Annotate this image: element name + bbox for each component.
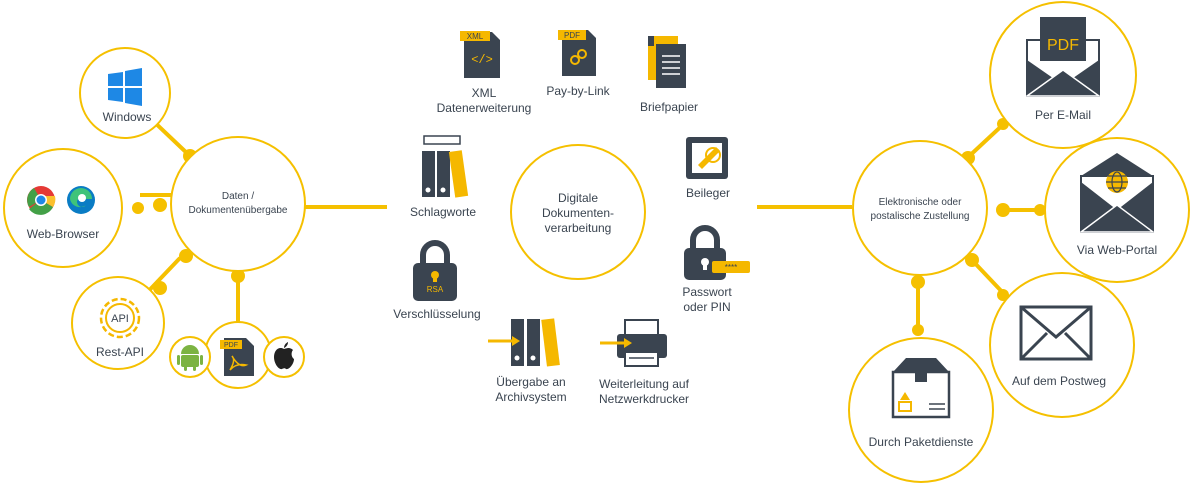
pdf-tag-left: PDF bbox=[224, 342, 238, 349]
verschluesselung-label: Verschlüsselung bbox=[393, 307, 481, 321]
archiv-label: Übergabe an Archivsystem bbox=[495, 375, 567, 404]
email-pdf-tag: PDF bbox=[1047, 37, 1079, 54]
pin-stars: **** bbox=[725, 263, 737, 272]
pay-pdf-tag: PDF bbox=[564, 31, 580, 40]
schlagworte-label: Schlagworte bbox=[409, 205, 477, 219]
post-envelope-icon bbox=[1019, 305, 1093, 361]
package-box-icon bbox=[891, 358, 951, 419]
node-circles bbox=[3, 1, 1190, 483]
windows-icon bbox=[108, 68, 142, 106]
center-hub-label: Digitale Dokumenten-verarbeitung bbox=[541, 191, 615, 235]
rsa-tag: RSA bbox=[427, 285, 444, 294]
right-connector-dots bbox=[911, 118, 1046, 336]
svg-text:</>: </> bbox=[471, 53, 493, 67]
right-hub-label: Elektronische oder postalische Zustellun… bbox=[870, 197, 970, 222]
xml-label: XML Datenerweiterung bbox=[436, 86, 532, 115]
pay-by-link-icon bbox=[558, 30, 596, 76]
pdf-document-icon bbox=[220, 338, 254, 376]
paketdienste-label: Durch Paketdienste bbox=[868, 435, 974, 449]
edge-icon bbox=[67, 186, 95, 214]
binders-icon bbox=[422, 135, 469, 198]
beileger-label: Beileger bbox=[685, 186, 731, 200]
rest-api-label: Rest-API bbox=[95, 345, 145, 359]
apple-icon bbox=[274, 342, 294, 370]
enclosure-icon bbox=[686, 137, 728, 179]
web-portal-envelope-icon bbox=[1078, 153, 1156, 233]
api-gear-icon bbox=[99, 297, 141, 339]
left-hub-label: Daten / Dokumentenübergabe bbox=[188, 191, 288, 216]
left-connector-dots bbox=[132, 149, 245, 295]
api-icon-text: API bbox=[111, 313, 129, 325]
android-icon bbox=[177, 345, 203, 371]
briefpapier-label: Briefpapier bbox=[639, 100, 699, 114]
web-portal-label: Via Web-Portal bbox=[1076, 243, 1158, 257]
web-browser-label: Web-Browser bbox=[26, 227, 100, 241]
windows-label: Windows bbox=[102, 110, 152, 124]
drucker-label: Weiterleitung auf Netzwerkdrucker bbox=[598, 377, 690, 406]
letterhead-icon bbox=[648, 36, 686, 88]
postweg-label: Auf dem Postweg bbox=[1011, 374, 1107, 388]
rsa-lock-icon bbox=[413, 240, 457, 301]
email-envelope-icon bbox=[1024, 17, 1102, 97]
password-lock-icon bbox=[684, 225, 750, 280]
chrome-icon bbox=[27, 186, 56, 215]
xml-tag: XML bbox=[467, 32, 484, 41]
pay-by-link-label: Pay-by-Link bbox=[546, 84, 610, 98]
xml-document-icon: </> bbox=[460, 31, 500, 78]
network-printer-icon bbox=[600, 319, 667, 367]
email-label: Per E-Mail bbox=[1034, 108, 1092, 122]
archive-binders-icon bbox=[488, 318, 560, 367]
passwort-label: Passwort oder PIN bbox=[682, 285, 732, 314]
